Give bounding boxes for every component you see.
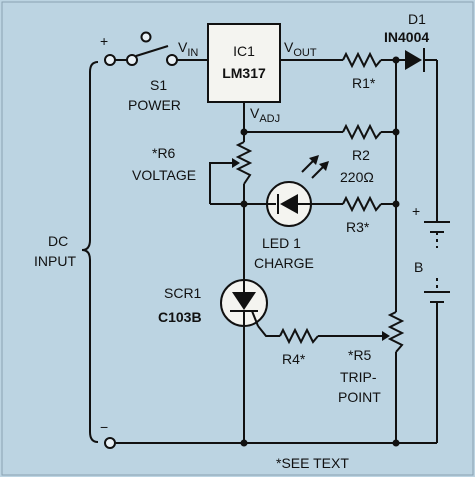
input-plus-label: + bbox=[100, 33, 108, 49]
vout-label: VOUT bbox=[284, 39, 317, 59]
r1-resistor-symbol bbox=[342, 51, 382, 69]
r6-resistor-symbol bbox=[235, 141, 253, 185]
scr1-name: SCR1 bbox=[164, 285, 202, 301]
s1-desc: POWER bbox=[128, 97, 181, 113]
s1-name: S1 bbox=[150, 77, 167, 93]
battery-plus-label: + bbox=[412, 203, 420, 219]
dc-input-line2: INPUT bbox=[34, 253, 76, 269]
r5-resistor-symbol bbox=[387, 311, 405, 353]
r6-desc: VOLTAGE bbox=[132, 167, 196, 183]
vadj-label: VADJ bbox=[250, 105, 280, 125]
ic1-part: LM317 bbox=[222, 65, 266, 81]
junction-dots bbox=[240, 56, 400, 447]
led1-name: LED 1 bbox=[262, 235, 301, 251]
battery-name: B bbox=[414, 259, 423, 275]
led1-symbol bbox=[266, 155, 329, 227]
r5-desc-line2: POINT bbox=[338, 389, 381, 405]
wires bbox=[114, 59, 438, 444]
r1-label: R1* bbox=[352, 75, 376, 91]
d1-diode-symbol bbox=[405, 48, 425, 72]
r4-resistor-symbol bbox=[279, 327, 319, 345]
led1-desc: CHARGE bbox=[254, 255, 314, 271]
ic1-box bbox=[207, 23, 281, 103]
r5-desc-line1: TRIP- bbox=[340, 369, 377, 385]
dc-input-line1: DC bbox=[48, 233, 68, 249]
scr1-part: C103B bbox=[158, 309, 202, 325]
battery-symbol bbox=[424, 221, 450, 308]
r6-wiper-arrow bbox=[228, 158, 240, 168]
r5-wiper-arrow bbox=[382, 331, 390, 341]
r2-resistor-symbol bbox=[342, 123, 382, 141]
r5-label: *R5 bbox=[348, 347, 372, 363]
r6-label: *R6 bbox=[152, 145, 176, 161]
r4-label: R4* bbox=[282, 351, 306, 367]
input-minus-label: − bbox=[100, 419, 108, 435]
d1-name: D1 bbox=[408, 11, 426, 27]
dc-input-brace bbox=[81, 61, 99, 443]
r3-resistor-symbol bbox=[342, 195, 382, 213]
r2-label: R2 bbox=[352, 147, 370, 163]
footnote: *SEE TEXT bbox=[276, 455, 349, 471]
scr1-symbol bbox=[220, 279, 268, 327]
input-terminal-negative bbox=[104, 437, 116, 449]
r2-value: 220Ω bbox=[340, 169, 374, 185]
d1-part: IN4004 bbox=[384, 29, 429, 45]
input-terminal-positive bbox=[104, 54, 116, 66]
r3-label: R3* bbox=[346, 219, 370, 235]
power-switch-symbol bbox=[126, 31, 178, 66]
ic1-name: IC1 bbox=[233, 43, 255, 59]
vin-label: VIN bbox=[178, 39, 198, 59]
